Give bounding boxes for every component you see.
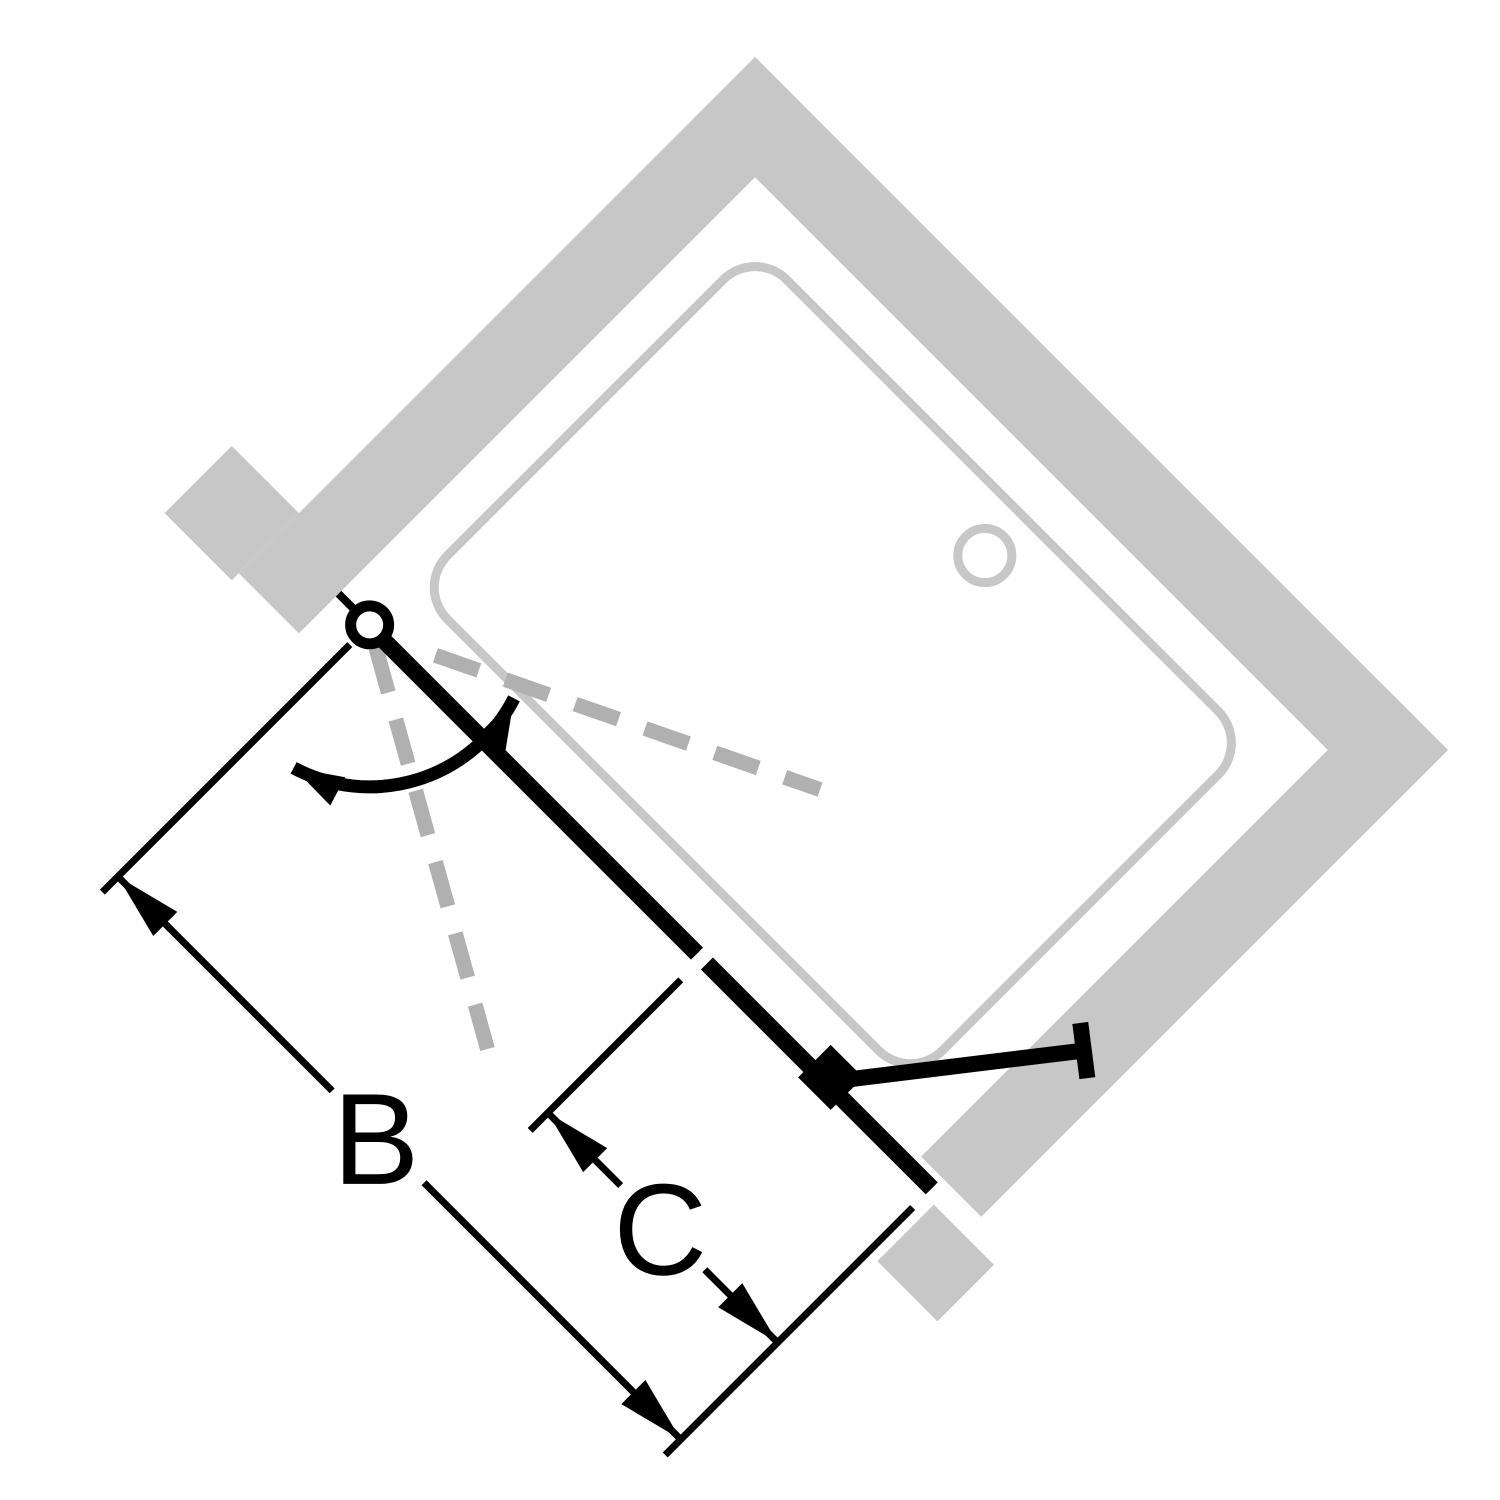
- drain-outlet: [953, 524, 1017, 588]
- dim-b-arrowhead-right: [621, 1380, 681, 1440]
- dim-b-label: B: [333, 1066, 420, 1212]
- door-open-position-inward-dashed: [432, 648, 823, 797]
- wall-top-right: [694, 57, 1448, 811]
- swing-arc-arrowhead-outer: [293, 767, 346, 806]
- wall-top-left-end-stub: [164, 445, 299, 581]
- dim-b-extension-left: [99, 642, 353, 895]
- wall-bottom-right: [921, 689, 1448, 1217]
- dim-b-arrowhead-left: [117, 876, 178, 936]
- door-leaf-panel: [374, 630, 704, 960]
- support-bar: [840, 1042, 1085, 1089]
- wall-top-left: [238, 57, 816, 634]
- door-hinge: [345, 600, 395, 650]
- dim-c-label: C: [613, 1156, 707, 1302]
- dim-c-extension-left: [527, 977, 684, 1133]
- dim-c-arrowhead-right: [718, 1283, 778, 1343]
- support-bar-wall-cap: [1072, 1021, 1096, 1080]
- dim-b-extension-right: [662, 1205, 916, 1458]
- shower-tray: [429, 262, 1236, 1069]
- wall-bottom-right-end-stub: [877, 1204, 995, 1322]
- dim-c-arrowhead-left: [547, 1112, 608, 1173]
